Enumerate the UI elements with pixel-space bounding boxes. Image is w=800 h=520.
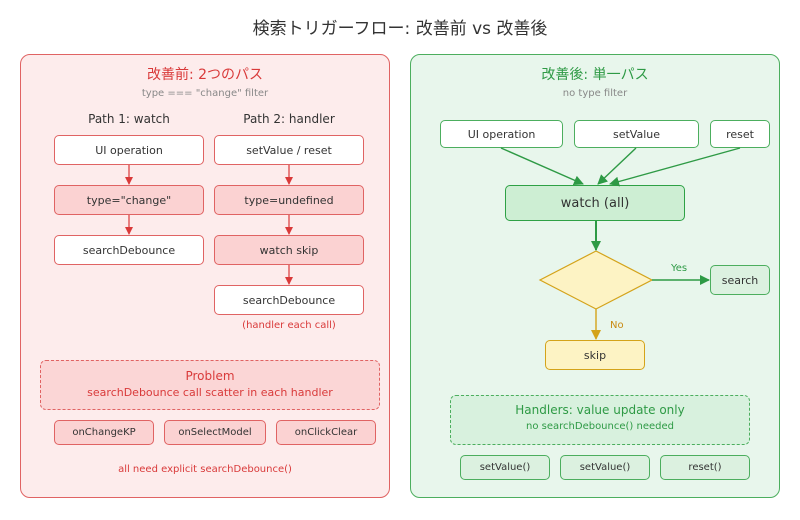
after-panel-subtitle: no type filter bbox=[562, 88, 628, 99]
path1-type-change-box: type="change" bbox=[54, 185, 204, 215]
path2-setvalue-reset-box: setValue / reset bbox=[214, 135, 364, 165]
path1-search-debounce-box: searchDebounce bbox=[54, 235, 204, 265]
before-footer-note: all need explicit searchDebounce() bbox=[118, 464, 292, 475]
source-reset-box: reset bbox=[710, 120, 770, 148]
path2-note: (handler each call) bbox=[242, 320, 336, 331]
path2-search-debounce-box: searchDebounce bbox=[214, 285, 364, 315]
watch-all-box: watch (all) bbox=[505, 185, 685, 221]
after-handler-setvalue-2-box: setValue() bbox=[560, 455, 650, 480]
skip-box: skip bbox=[545, 340, 645, 370]
no-label: No bbox=[610, 320, 624, 331]
path2-watch-skip-box: watch skip bbox=[214, 235, 364, 265]
diagram-title: 検索トリガーフロー: 改善前 vs 改善後 bbox=[252, 19, 548, 39]
before-panel-subtitle: type === "change" filter bbox=[141, 88, 269, 99]
handler-onclickclear-box: onClickClear bbox=[276, 420, 376, 445]
handlers-info-title: Handlers: value update only bbox=[515, 403, 685, 417]
handler-onchangekp-box: onChangeKP bbox=[54, 420, 154, 445]
path1-header: Path 1: watch bbox=[88, 112, 170, 126]
before-panel-title: 改善前: 2つのパス bbox=[146, 67, 264, 83]
path2-type-undefined-box: type=undefined bbox=[214, 185, 364, 215]
source-setvalue-box: setValue bbox=[574, 120, 699, 148]
after-handler-setvalue-1-box: setValue() bbox=[460, 455, 550, 480]
after-panel-title: 改善後: 単一パス bbox=[541, 67, 649, 83]
problem-text: searchDebounce call scatter in each hand… bbox=[87, 386, 333, 399]
search-box: search bbox=[710, 265, 770, 295]
yes-label: Yes bbox=[671, 263, 688, 274]
source-ui-operation-box: UI operation bbox=[440, 120, 563, 148]
problem-title: Problem bbox=[185, 369, 235, 383]
path2-header: Path 2: handler bbox=[243, 112, 335, 126]
handler-onselectmodel-box: onSelectModel bbox=[164, 420, 266, 445]
handlers-info-box: Handlers: value update only no searchDeb… bbox=[450, 395, 750, 445]
after-handler-reset-box: reset() bbox=[660, 455, 750, 480]
decision-keyphrase-label: keyphrase? bbox=[564, 273, 628, 287]
handlers-info-text: no searchDebounce() needed bbox=[526, 421, 674, 432]
path1-ui-operation-box: UI operation bbox=[54, 135, 204, 165]
problem-box: Problem searchDebounce call scatter in e… bbox=[40, 360, 380, 410]
